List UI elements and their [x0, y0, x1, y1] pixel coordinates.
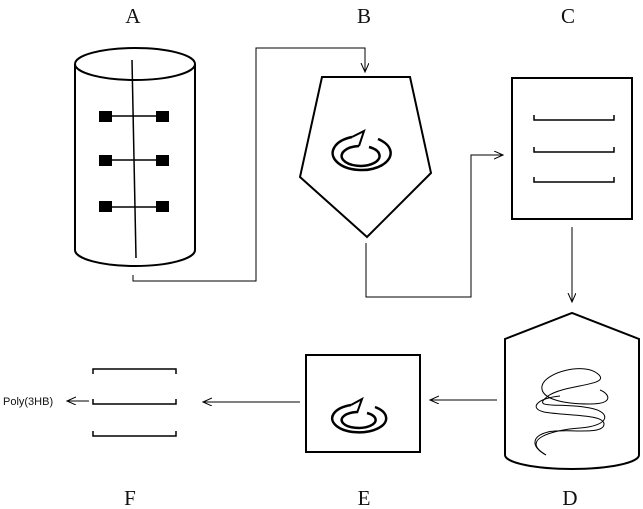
label-c: C [561, 4, 575, 28]
filter-membranes-c [533, 115, 615, 183]
bioreactor-a [74, 47, 196, 267]
label-d: D [562, 486, 577, 509]
centrifuge-b [298, 76, 433, 239]
impeller-blades [99, 111, 169, 212]
label-b: B [357, 4, 371, 28]
separation-plates-f [92, 368, 177, 437]
coil-icon-d [535, 368, 609, 456]
label-e: E [358, 486, 371, 509]
rotation-icon-b [331, 129, 392, 172]
product-label: Poly(3HB) [3, 396, 53, 408]
dryer-vessel-d [504, 311, 640, 470]
rotation-icon-e [330, 396, 388, 434]
flow-arrow-b-to-c [365, 155, 503, 298]
filter-unit-c [511, 77, 633, 220]
centrifuge-e [305, 354, 421, 453]
label-a: A [125, 4, 141, 28]
label-f: F [124, 486, 136, 509]
coil-detail-d [534, 395, 605, 456]
flow-arrow-a-to-b [132, 47, 365, 282]
